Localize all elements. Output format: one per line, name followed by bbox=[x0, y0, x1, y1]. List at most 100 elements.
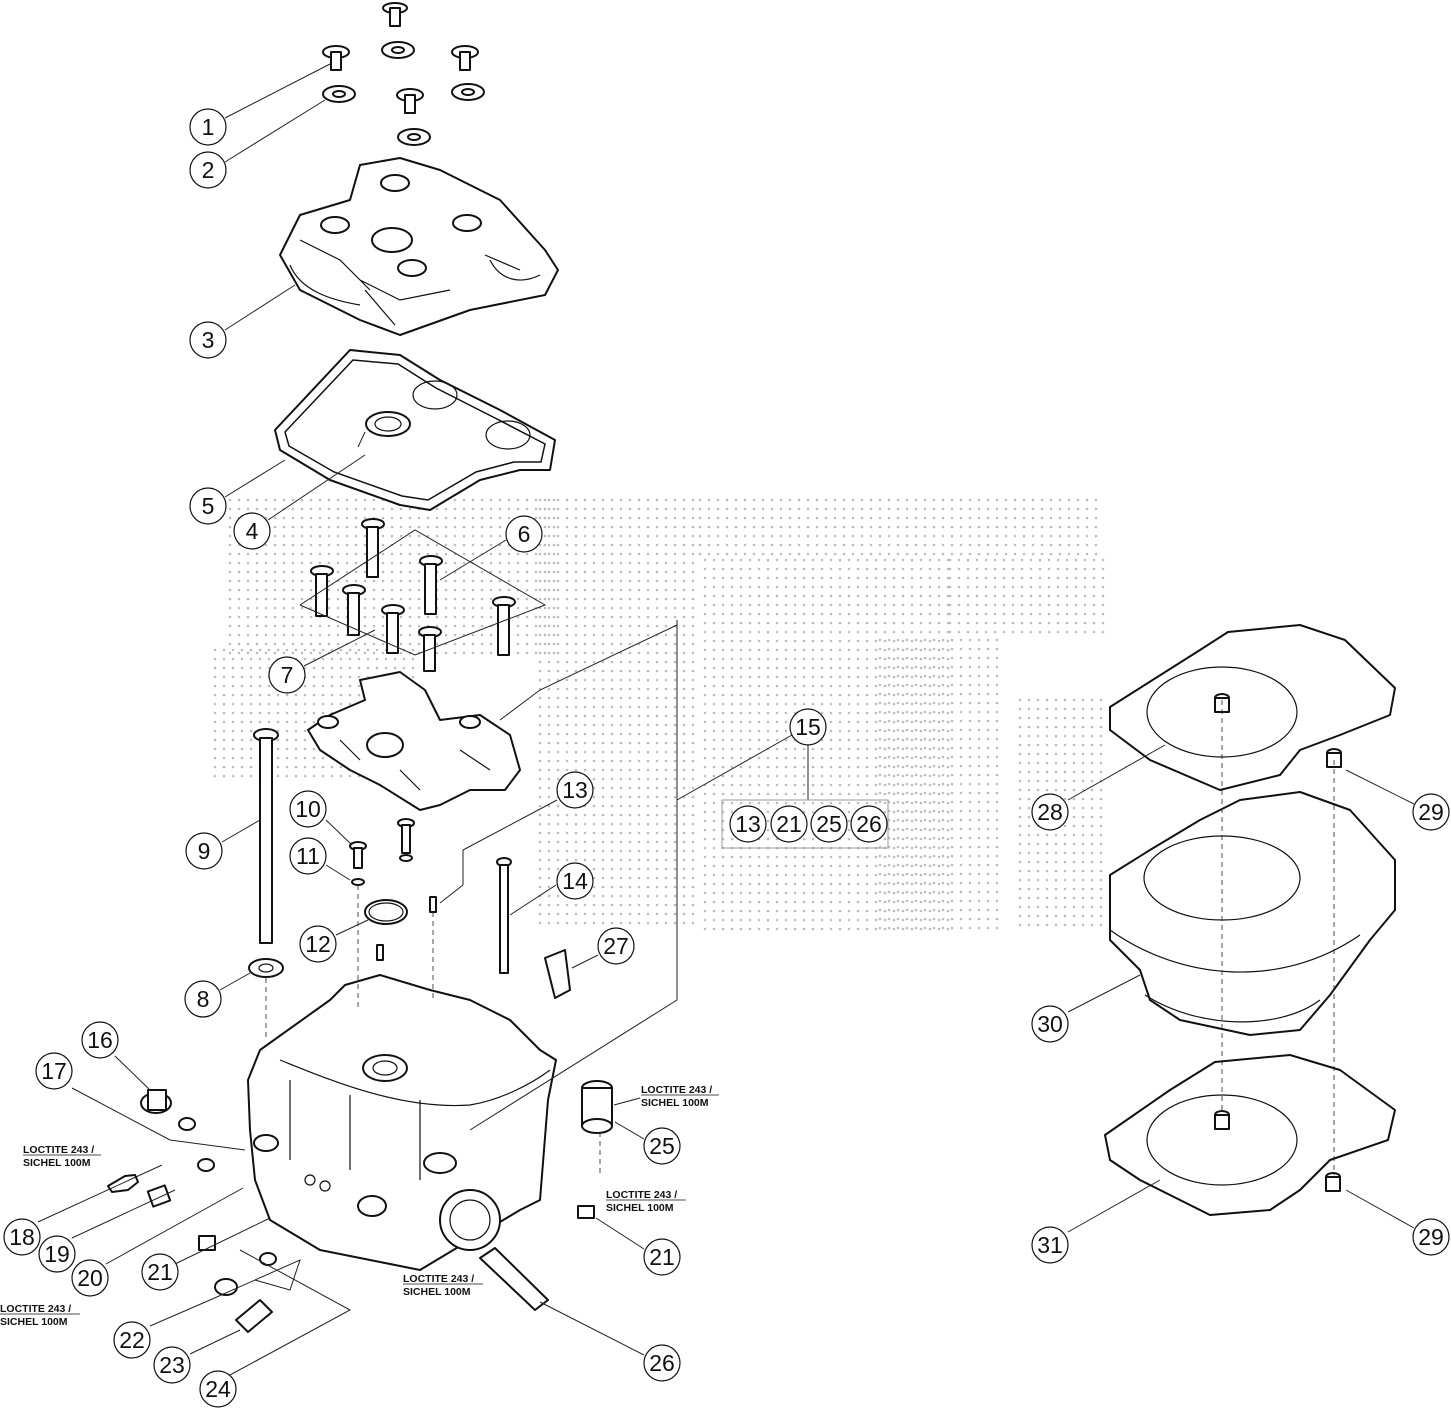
watermark-dot bbox=[946, 828, 950, 832]
watermark-dot bbox=[730, 558, 734, 562]
watermark-dot bbox=[784, 567, 788, 571]
watermark-dot bbox=[919, 702, 923, 706]
watermark-dot bbox=[249, 702, 253, 706]
watermark-dot bbox=[321, 666, 325, 670]
watermark-dot bbox=[905, 692, 909, 696]
watermark-dot bbox=[273, 579, 277, 583]
watermark-dot bbox=[901, 594, 905, 598]
watermark-dot bbox=[276, 774, 280, 778]
watermark-dot bbox=[246, 651, 250, 655]
watermark-dot bbox=[538, 732, 542, 736]
watermark-dot bbox=[820, 801, 824, 805]
watermark-dot bbox=[995, 800, 999, 804]
watermark-dot bbox=[285, 702, 289, 706]
watermark-dot bbox=[957, 558, 961, 562]
watermark-dot bbox=[556, 822, 560, 826]
watermark-dot bbox=[793, 855, 797, 859]
watermark-dot bbox=[847, 621, 851, 625]
watermark-dot bbox=[932, 899, 936, 903]
watermark-dot bbox=[716, 552, 720, 556]
watermark-dot bbox=[968, 534, 972, 538]
watermark-dot bbox=[1063, 752, 1067, 756]
watermark-dot bbox=[384, 666, 388, 670]
watermark-dot bbox=[1076, 543, 1080, 547]
watermark-dot bbox=[637, 579, 641, 583]
watermark-dot bbox=[1072, 716, 1076, 720]
watermark-dot bbox=[779, 498, 783, 502]
watermark-dot bbox=[583, 516, 587, 520]
watermark-dot bbox=[1092, 612, 1096, 616]
watermark-dot bbox=[838, 675, 842, 679]
watermark-dot bbox=[619, 831, 623, 835]
watermark-dot bbox=[637, 921, 641, 925]
watermark-dot bbox=[1094, 552, 1098, 556]
watermark-dot bbox=[1099, 905, 1103, 909]
watermark-dot bbox=[538, 642, 542, 646]
watermark-dot bbox=[757, 774, 761, 778]
watermark-dot bbox=[664, 894, 668, 898]
watermark-dot bbox=[1045, 779, 1049, 783]
watermark-dot bbox=[673, 912, 677, 916]
watermark-dot bbox=[1054, 833, 1058, 837]
watermark-dot bbox=[896, 498, 900, 502]
watermark-dot bbox=[824, 543, 828, 547]
watermark-dot bbox=[932, 926, 936, 930]
watermark-dot bbox=[655, 858, 659, 862]
watermark-dot bbox=[583, 507, 587, 511]
watermark-dot bbox=[941, 665, 945, 669]
svg-text:19: 19 bbox=[44, 1241, 70, 1267]
watermark-dot bbox=[761, 552, 765, 556]
watermark-dot bbox=[1090, 761, 1094, 765]
watermark-dot bbox=[892, 855, 896, 859]
watermark-dot bbox=[784, 702, 788, 706]
watermark-dot bbox=[691, 552, 695, 556]
watermark-dot bbox=[372, 606, 376, 610]
watermark-dot bbox=[919, 585, 923, 589]
watermark-dot bbox=[851, 507, 855, 511]
watermark-dot bbox=[348, 693, 352, 697]
watermark-dot bbox=[601, 561, 605, 565]
watermark-dot bbox=[725, 543, 729, 547]
watermark-dot bbox=[538, 723, 542, 727]
watermark-dot bbox=[919, 630, 923, 634]
watermark-dot bbox=[946, 765, 950, 769]
watermark-dot bbox=[357, 648, 361, 652]
watermark-dot bbox=[865, 693, 869, 697]
watermark-dot bbox=[1027, 869, 1031, 873]
watermark-dot bbox=[721, 747, 725, 751]
watermark-dot bbox=[1074, 630, 1078, 634]
watermark-dot bbox=[565, 687, 569, 691]
watermark-dot bbox=[1002, 612, 1006, 616]
watermark-dot bbox=[703, 666, 707, 670]
watermark-dot bbox=[246, 606, 250, 610]
watermark-dot bbox=[291, 507, 295, 511]
watermark-dot bbox=[761, 525, 765, 529]
watermark-dot bbox=[919, 666, 923, 670]
watermark-dot bbox=[950, 782, 954, 786]
watermark-dot bbox=[426, 543, 430, 547]
watermark-dot bbox=[610, 498, 614, 502]
watermark-dot bbox=[682, 678, 686, 682]
watermark-dot bbox=[928, 774, 932, 778]
watermark-dot bbox=[213, 729, 217, 733]
watermark-dot bbox=[682, 876, 686, 880]
watermark-dot bbox=[462, 588, 466, 592]
watermark-dot bbox=[592, 498, 596, 502]
watermark-dot bbox=[345, 543, 349, 547]
watermark-dot bbox=[222, 747, 226, 751]
watermark-dot bbox=[291, 597, 295, 601]
watermark-dot bbox=[901, 810, 905, 814]
watermark-dot bbox=[1072, 725, 1076, 729]
watermark-dot bbox=[923, 665, 927, 669]
watermark-dot bbox=[435, 642, 439, 646]
watermark-dot bbox=[856, 720, 860, 724]
watermark-dot bbox=[363, 516, 367, 520]
watermark-dot bbox=[1101, 576, 1105, 580]
watermark-dot bbox=[883, 612, 887, 616]
watermark-dot bbox=[820, 765, 824, 769]
watermark-dot bbox=[1063, 878, 1067, 882]
watermark-dot bbox=[977, 534, 981, 538]
watermark-dot bbox=[712, 666, 716, 670]
watermark-dot bbox=[673, 570, 677, 574]
watermark-dot bbox=[228, 579, 232, 583]
